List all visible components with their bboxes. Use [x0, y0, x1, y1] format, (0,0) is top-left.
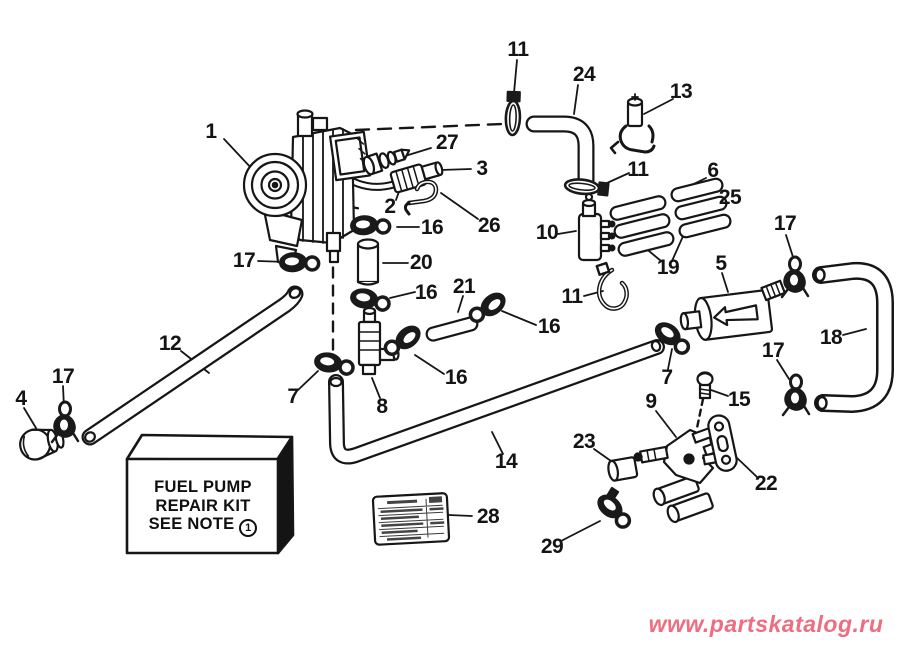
callout-label-11-19: 11 [507, 38, 529, 61]
valve-10 [577, 192, 616, 262]
hose-segments-19 [609, 177, 732, 257]
callout-label-9-32: 9 [645, 390, 657, 413]
hose-14 [328, 339, 665, 465]
plug-23 [607, 456, 639, 482]
callout-label-22-35: 22 [754, 472, 778, 495]
callout-label-14-17: 14 [494, 450, 518, 473]
callout-label-11-26: 11 [561, 285, 583, 308]
callout-label-3-2: 3 [476, 157, 488, 180]
watermark-text: www.partskatalog.ru [648, 611, 884, 637]
hose-12 [81, 285, 304, 446]
callout-label-12-11: 12 [158, 332, 182, 355]
callout-label-16-10: 16 [537, 315, 561, 338]
hose-18 [812, 261, 894, 413]
screw-15 [696, 371, 714, 400]
kit-line-1: FUEL PUMP [154, 478, 252, 496]
decal-28 [371, 492, 451, 546]
callout-label-6-22: 6 [707, 159, 719, 182]
callout-label-17-6: 17 [232, 249, 256, 272]
callout-label-13-20: 13 [669, 80, 693, 103]
callout-label-8-14: 8 [376, 395, 388, 418]
callout-label-16-5: 16 [420, 216, 444, 239]
kit-line-2: REPAIR KIT [155, 496, 251, 515]
callout-label-15-33: 15 [727, 388, 751, 411]
cup-20 [356, 238, 380, 286]
callout-label-27-1: 27 [435, 131, 459, 154]
callout-label-20-7: 20 [409, 251, 433, 274]
callout-label-10-24: 10 [535, 221, 559, 244]
callout-label-2-3: 2 [384, 195, 396, 218]
callout-label-17-16: 17 [51, 365, 75, 388]
wire-clip-26 [403, 179, 439, 216]
callout-label-18-29: 18 [819, 326, 843, 349]
repair-kit-label: FUEL PUMP REPAIR KIT SEE NOTE 1 [129, 478, 277, 537]
fuel-filter-5 [679, 279, 786, 341]
callout-label-4-15: 4 [15, 387, 27, 410]
callout-label-24-18: 24 [572, 63, 596, 86]
fuel-pump-assembly [242, 109, 371, 268]
callout-label-23-34: 23 [572, 430, 596, 453]
callout-label-29-36: 29 [540, 535, 564, 558]
callout-label-28-37: 28 [476, 505, 500, 528]
kit-line-3: SEE NOTE 1 [129, 515, 277, 537]
fitting-8 [357, 306, 400, 376]
repair-kit-box [125, 433, 295, 555]
callout-label-26-4: 26 [477, 214, 501, 237]
callout-label-5-27: 5 [715, 252, 727, 275]
callout-label-16-8: 16 [414, 281, 438, 304]
note-1-circle: 1 [239, 519, 258, 537]
callout-label-17-28: 17 [773, 212, 797, 235]
callout-label-11-21: 11 [627, 158, 649, 181]
zip-tie-11 [595, 261, 629, 311]
callout-label-7-31: 7 [661, 366, 673, 389]
callout-label-1-0: 1 [205, 120, 217, 143]
callout-label-16-12: 16 [444, 366, 468, 389]
callout-label-7-13: 7 [287, 385, 299, 408]
clamp-29 [592, 486, 638, 532]
gasket-22 [707, 414, 738, 472]
callout-label-25-23: 25 [718, 186, 742, 209]
callout-label-21-9: 21 [452, 275, 476, 298]
fitting-27 [362, 148, 411, 176]
callout-label-17-30: 17 [761, 339, 785, 362]
clip-13 [609, 93, 656, 155]
callout-label-19-25: 19 [656, 256, 680, 279]
